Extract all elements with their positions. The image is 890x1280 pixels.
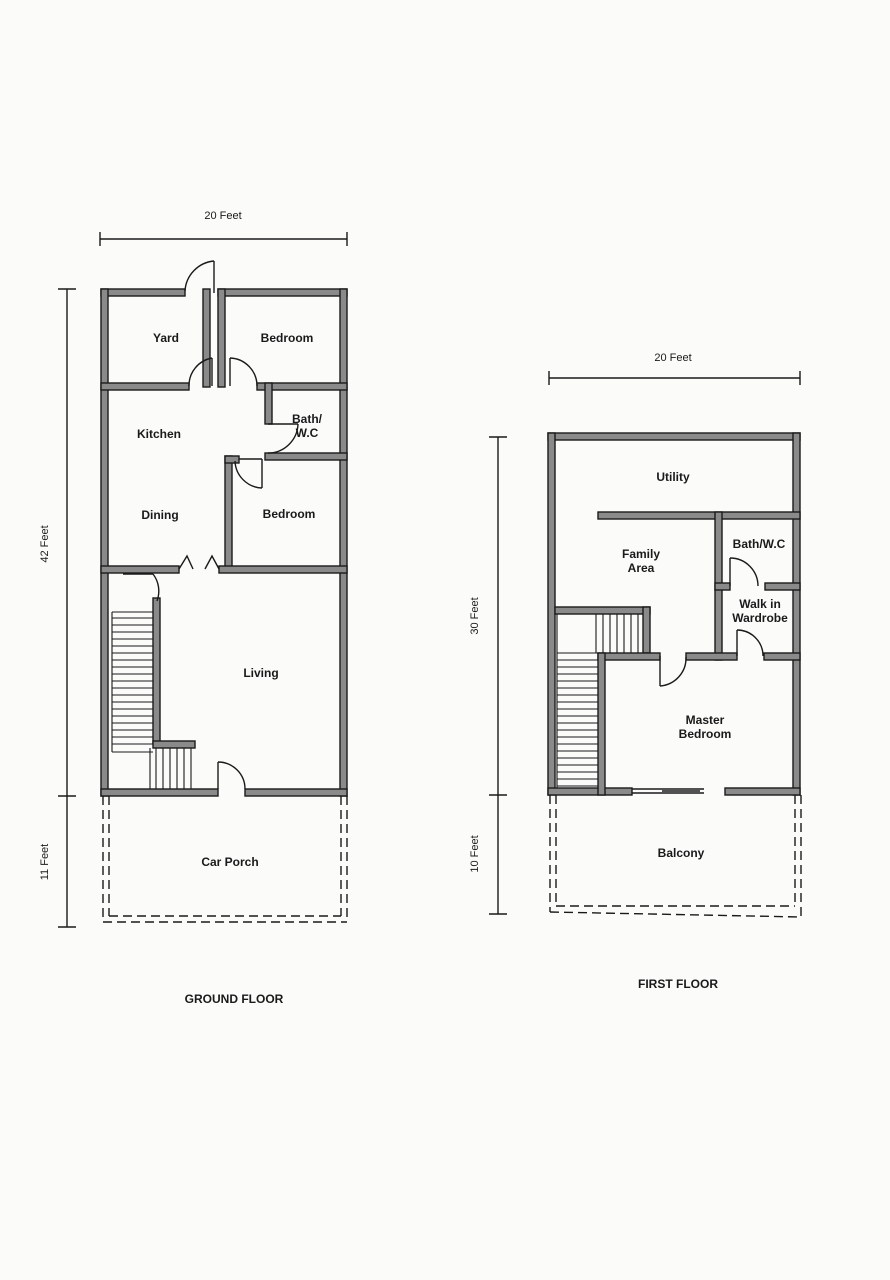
gf-bath-door [267, 423, 299, 454]
label-line: Area [628, 561, 655, 575]
label-line: Family [622, 547, 660, 561]
label-line: Walk in [739, 597, 781, 611]
gf-room-dining: Dining [141, 508, 178, 522]
gf-room-bedroom-rear: Bedroom [261, 331, 314, 345]
gf-staircase [111, 611, 192, 789]
gf-porch-depth-label: 11 Feet [39, 844, 51, 881]
gf-title: GROUND FLOOR [185, 992, 284, 1006]
gf-car-porch-outline [102, 796, 348, 923]
gf-stair-door [123, 573, 160, 602]
ff-balcony-depth-label: 10 Feet [469, 835, 481, 872]
gf-width-dimension: 20 Feet [99, 210, 348, 246]
label-line: W.C [296, 426, 319, 440]
gf-rear-bedroom-door [229, 357, 258, 387]
label-line: Master [686, 713, 725, 727]
gf-room-yard: Yard [153, 331, 179, 345]
label-line: Wardrobe [732, 611, 788, 625]
gf-room-kitchen: Kitchen [137, 427, 181, 441]
gf-room-bath: Bath/W.C [292, 412, 323, 440]
gf-mid-bedroom-door [234, 458, 263, 489]
ff-room-balcony: Balcony [658, 846, 705, 860]
gf-outer-walls [100, 288, 348, 797]
gf-doors [123, 260, 299, 790]
ff-doors [632, 557, 764, 794]
ground-floor-plan: 20 Feet 42 Feet 11 Feet [39, 210, 348, 1006]
ff-depth-dimension: 30 Feet [469, 436, 507, 796]
gf-front-door [217, 761, 246, 790]
ff-width-label: 20 Feet [654, 352, 691, 364]
ff-interior-walls [554, 511, 801, 796]
ff-room-utility: Utility [656, 470, 690, 484]
ff-depth-label: 30 Feet [469, 597, 481, 634]
ff-room-bath: Bath/W.C [733, 537, 786, 551]
gf-porch-dimension: 11 Feet [39, 796, 76, 928]
label-line: Bedroom [679, 727, 732, 741]
gf-dining-double-door [178, 554, 220, 570]
gf-interior-walls [100, 288, 348, 749]
ff-wardrobe-door [736, 629, 764, 657]
gf-yard-door [188, 357, 213, 387]
gf-room-bedroom-mid: Bedroom [263, 507, 316, 521]
ff-master-bedroom-door [659, 656, 687, 687]
label-line: Bath/ [292, 412, 323, 426]
ff-title: FIRST FLOOR [638, 977, 718, 991]
gf-depth-label: 42 Feet [39, 525, 51, 562]
first-floor-plan: 20 Feet 30 Feet 10 Feet [469, 352, 802, 991]
ff-width-dimension: 20 Feet [548, 352, 801, 385]
gf-rear-door [184, 260, 215, 293]
gf-room-living: Living [243, 666, 278, 680]
gf-depth-dimension: 42 Feet [39, 288, 76, 797]
ff-balcony-outline [549, 795, 802, 918]
ff-balcony-dimension: 10 Feet [469, 795, 507, 915]
gf-width-label: 20 Feet [204, 210, 241, 222]
ff-staircase [556, 614, 639, 788]
gf-room-car-porch: Car Porch [201, 855, 258, 869]
ff-bath-door [729, 557, 759, 587]
ff-balcony-sliding-door [632, 788, 704, 794]
